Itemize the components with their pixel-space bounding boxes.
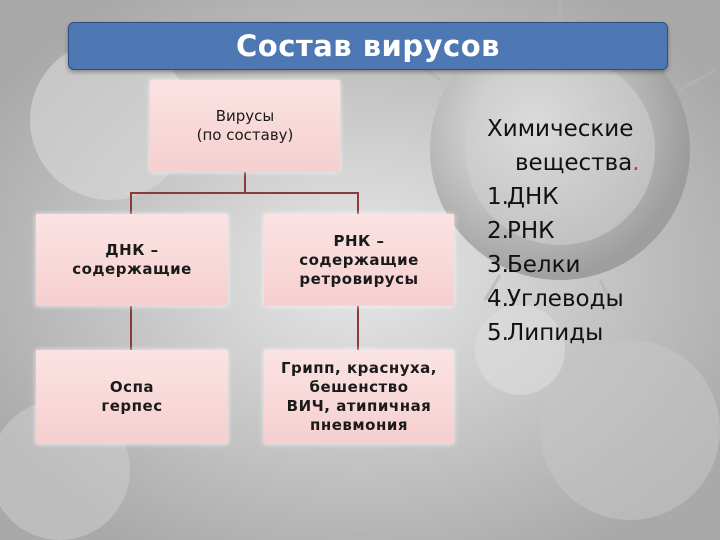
rna-examples-box: Грипп, краснуха, бешенство ВИЧ, атипична… bbox=[264, 350, 454, 444]
list-item-number: 5. bbox=[487, 320, 509, 346]
list-item: 2.РНК bbox=[487, 214, 717, 248]
connector-to-dna bbox=[130, 192, 132, 214]
connector-horizontal bbox=[130, 192, 359, 194]
connector-rna-down bbox=[357, 306, 359, 350]
dna-examples-label: Оспа герпес bbox=[101, 378, 163, 415]
rna-examples-label: Грипп, краснуха, бешенство ВИЧ, атипична… bbox=[280, 359, 438, 434]
connector-to-rna bbox=[357, 192, 359, 214]
connector-dna-down bbox=[130, 306, 132, 350]
list-item-number: 2. bbox=[487, 218, 509, 244]
list-item: 3.Белки bbox=[487, 248, 717, 282]
chem-heading-line2: вещества. bbox=[487, 146, 717, 180]
page-title: Состав вирусов bbox=[235, 29, 501, 63]
dna-group-label: ДНК – содержащие bbox=[72, 241, 192, 278]
list-item-number: 1. bbox=[487, 184, 509, 210]
dna-examples-box: Оспа герпес bbox=[36, 350, 228, 444]
dna-group-box: ДНК – содержащие bbox=[36, 214, 228, 306]
list-item: 4.Углеводы bbox=[487, 282, 717, 316]
list-item: 1.ДНК bbox=[487, 180, 717, 214]
rna-group-label: РНК – содержащие ретровирусы bbox=[299, 231, 419, 288]
root-label: Вирусы (по составу) bbox=[196, 107, 294, 144]
connector-root-down bbox=[244, 172, 246, 192]
chem-heading-line1: Химические bbox=[487, 116, 634, 142]
list-item: 5.Липиды bbox=[487, 316, 717, 350]
chemical-composition-list: Химические вещества. 1.ДНК 2.РНК 3.Белки… bbox=[487, 112, 717, 350]
rna-group-box: РНК – содержащие ретровирусы bbox=[264, 214, 454, 306]
list-item-number: 3. bbox=[487, 252, 509, 278]
chem-items: 1.ДНК 2.РНК 3.Белки 4.Углеводы 5.Липиды bbox=[487, 180, 717, 350]
chem-heading-word: вещества bbox=[515, 150, 633, 176]
title-bar: Состав вирусов bbox=[68, 22, 668, 70]
list-item-label: Углеводы bbox=[507, 286, 624, 312]
list-item-label: РНК bbox=[507, 218, 555, 244]
list-item-label: ДНК bbox=[507, 184, 559, 210]
list-item-label: Липиды bbox=[507, 320, 604, 346]
list-item-number: 4. bbox=[487, 286, 509, 312]
list-item-label: Белки bbox=[507, 252, 581, 278]
root-box: Вирусы (по составу) bbox=[150, 80, 340, 172]
chem-heading-dot: . bbox=[632, 150, 640, 176]
